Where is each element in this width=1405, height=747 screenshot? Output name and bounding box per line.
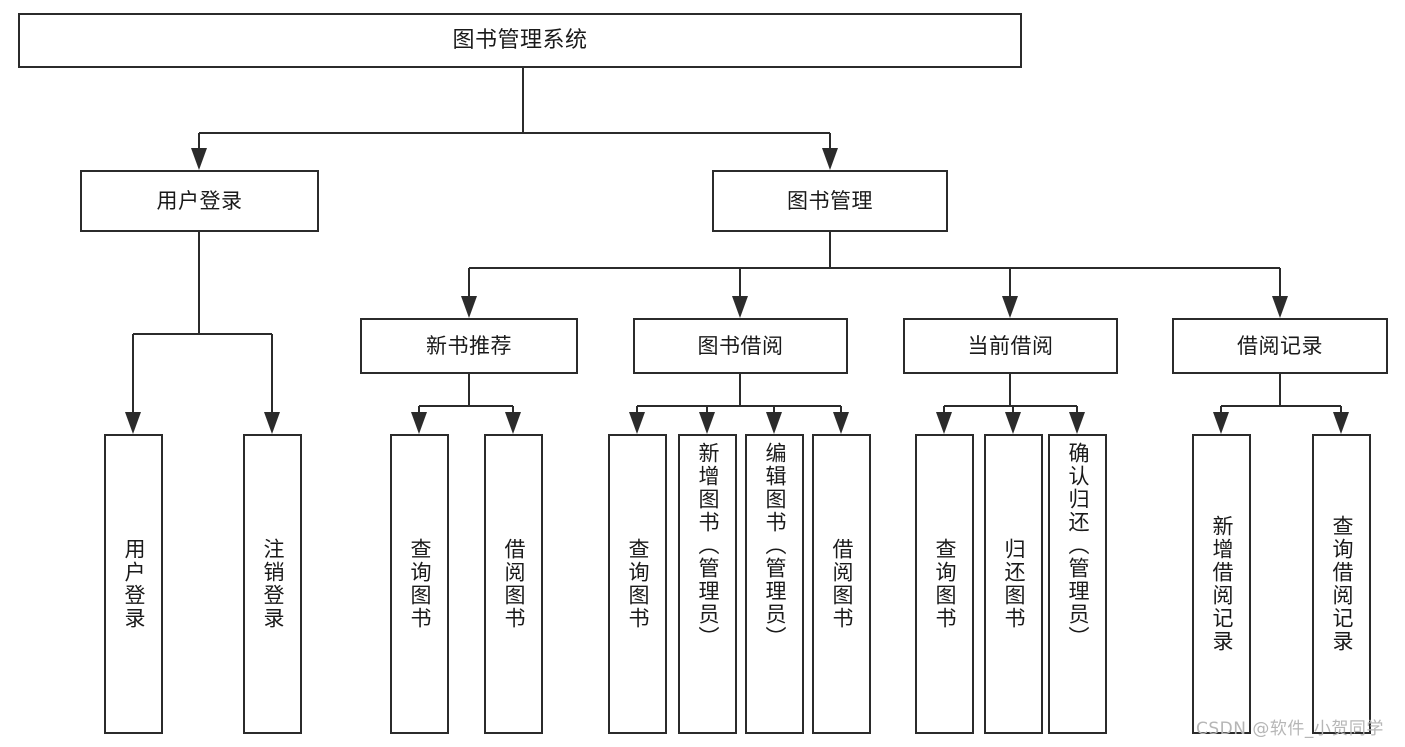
node-leaf-query-book-2-label: 查询图书: [626, 538, 651, 630]
node-leaf-query-book-3-label: 查询图书: [933, 538, 958, 630]
node-book-borrow-label: 图书借阅: [697, 333, 784, 358]
node-leaf-add-record[interactable]: 新增借阅记录: [1192, 434, 1251, 734]
node-leaf-user-login-label: 用户登录: [122, 538, 147, 630]
node-leaf-confirm-return[interactable]: 确认归还（管理员）: [1048, 434, 1107, 734]
node-leaf-logout-label: 注销登录: [261, 538, 286, 630]
node-leaf-confirm-return-label: 确认归还（管理员）: [1066, 442, 1091, 649]
node-leaf-query-record[interactable]: 查询借阅记录: [1312, 434, 1371, 734]
node-leaf-return-book-label: 归还图书: [1002, 538, 1027, 630]
node-current-borrow-label: 当前借阅: [967, 333, 1054, 358]
node-root-label: 图书管理系统: [452, 27, 588, 53]
node-book-manage-label: 图书管理: [787, 188, 873, 213]
node-borrow-record[interactable]: 借阅记录: [1172, 318, 1388, 374]
node-new-book-recommend[interactable]: 新书推荐: [360, 318, 578, 374]
node-new-book-recommend-label: 新书推荐: [426, 333, 512, 358]
node-leaf-edit-book-label: 编辑图书（管理员）: [763, 442, 788, 649]
node-leaf-query-book-1[interactable]: 查询图书: [390, 434, 449, 734]
watermark: CSDN @软件_小贺同学: [1196, 719, 1384, 739]
node-borrow-record-label: 借阅记录: [1237, 333, 1323, 358]
node-book-manage[interactable]: 图书管理: [712, 170, 948, 232]
node-leaf-add-record-label: 新增借阅记录: [1210, 515, 1235, 653]
node-user-login-label: 用户登录: [156, 188, 243, 213]
node-leaf-query-record-label: 查询借阅记录: [1330, 515, 1355, 653]
node-leaf-return-book[interactable]: 归还图书: [984, 434, 1043, 734]
node-leaf-borrow-book-2[interactable]: 借阅图书: [812, 434, 871, 734]
node-leaf-logout[interactable]: 注销登录: [243, 434, 302, 734]
node-leaf-query-book-1-label: 查询图书: [408, 538, 433, 630]
node-leaf-borrow-book-1-label: 借阅图书: [502, 538, 527, 630]
node-root[interactable]: 图书管理系统: [18, 13, 1022, 68]
node-leaf-borrow-book-1[interactable]: 借阅图书: [484, 434, 543, 734]
node-leaf-borrow-book-2-label: 借阅图书: [830, 538, 855, 630]
node-user-login[interactable]: 用户登录: [80, 170, 319, 232]
node-leaf-add-book-label: 新增图书（管理员）: [696, 442, 721, 649]
node-leaf-add-book[interactable]: 新增图书（管理员）: [678, 434, 737, 734]
node-leaf-query-book-3[interactable]: 查询图书: [915, 434, 974, 734]
node-current-borrow[interactable]: 当前借阅: [903, 318, 1118, 374]
node-leaf-user-login[interactable]: 用户登录: [104, 434, 163, 734]
node-book-borrow[interactable]: 图书借阅: [633, 318, 848, 374]
node-leaf-edit-book[interactable]: 编辑图书（管理员）: [745, 434, 804, 734]
node-leaf-query-book-2[interactable]: 查询图书: [608, 434, 667, 734]
